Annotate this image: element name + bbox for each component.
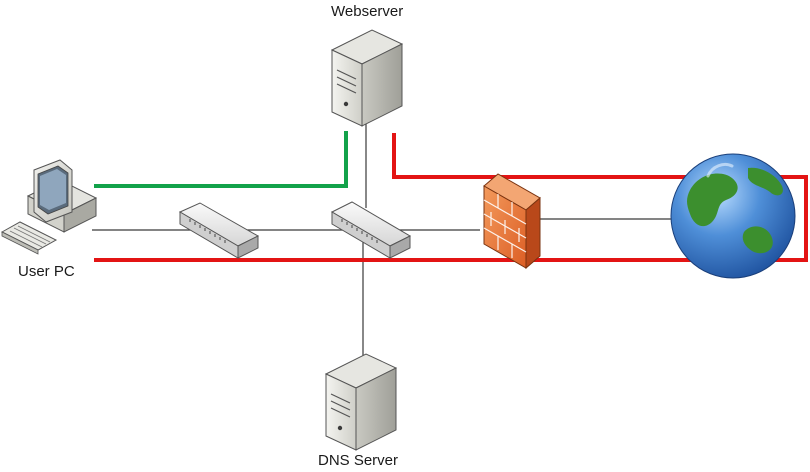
webserver-label: Webserver (331, 3, 404, 20)
switch-icon (330, 201, 412, 259)
switch-icon (178, 202, 260, 259)
red-path (94, 133, 808, 262)
firewall-icon (483, 173, 541, 270)
server-icon (330, 29, 404, 127)
dns-server-label: DNS Server (318, 452, 399, 469)
computer-icon (0, 159, 98, 255)
green-path (94, 131, 348, 188)
user-pc-label: User PC (18, 263, 75, 280)
server-icon (324, 353, 398, 451)
globe-icon (670, 153, 796, 279)
